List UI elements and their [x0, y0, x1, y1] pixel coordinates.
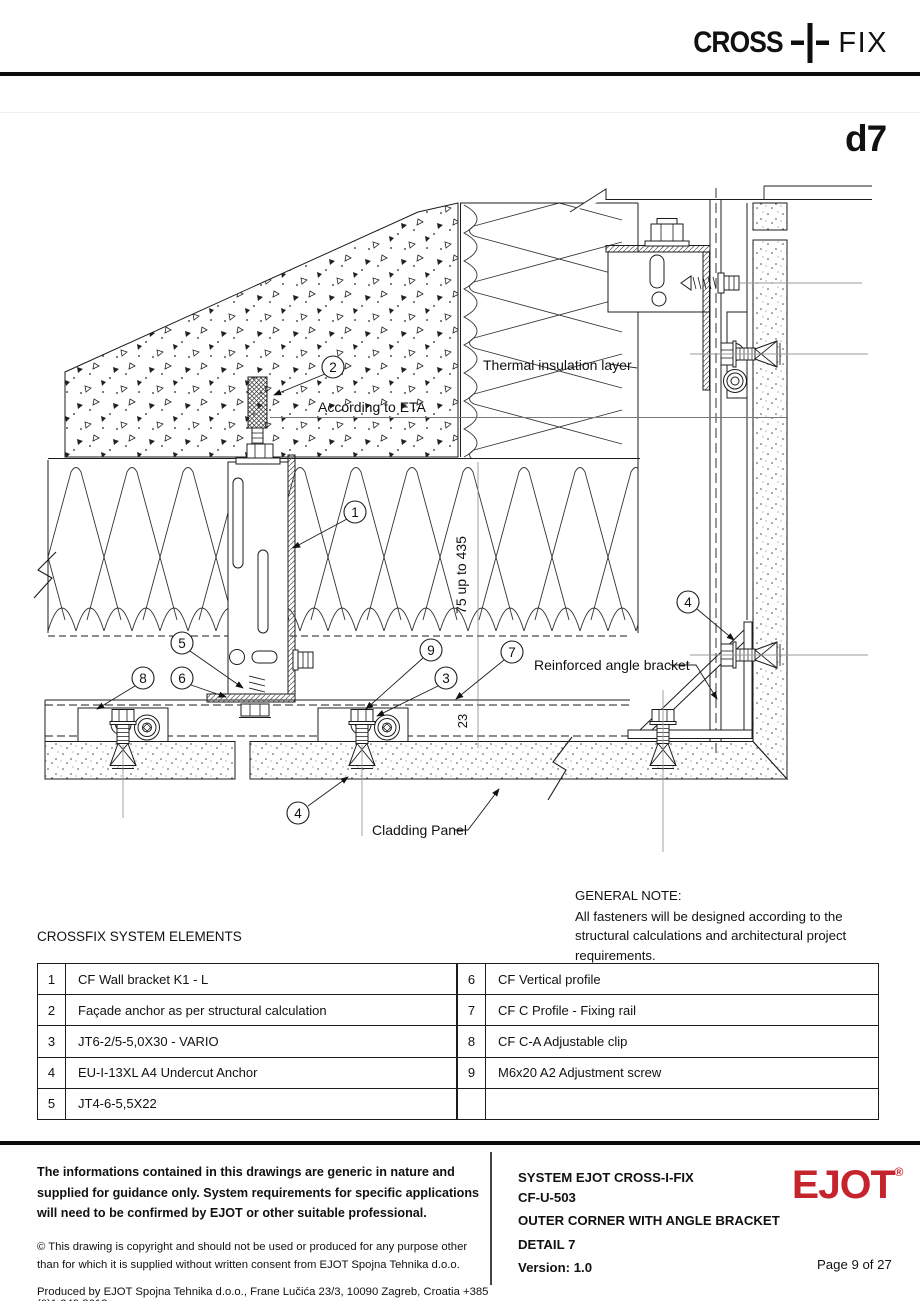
label-thermal-insulation: Thermal insulation layer [483, 357, 632, 373]
label-cladding-panel: Cladding Panel [372, 822, 467, 838]
callout-7: 7 [508, 645, 516, 660]
detail-code: d7 [845, 118, 887, 159]
general-note-title: GENERAL NOTE: [575, 888, 682, 903]
logo-cross-text: CROSS [692, 26, 783, 59]
callout-4-corner: 4 [684, 595, 692, 610]
system-code: CF-U-503 [518, 1190, 576, 1205]
callout-1: 1 [351, 505, 359, 520]
footer-rule [0, 1141, 920, 1145]
footer-disclaimer-block: The informations contained in this drawi… [37, 1162, 489, 1301]
callout-8: 8 [139, 671, 147, 686]
callout-3: 3 [442, 671, 450, 686]
callout-4-panel: 4 [294, 806, 302, 821]
callout-5: 5 [178, 636, 186, 651]
dim-rail: 23 [455, 714, 470, 728]
crossfix-logo: CROSS FIX [681, 22, 888, 64]
header-rule-light [0, 112, 920, 113]
page-number: Page 9 of 27 [817, 1257, 892, 1272]
label-according-eta: According to ETA [318, 399, 427, 415]
drawing-title: OUTER CORNER WITH ANGLE BRACKET [518, 1213, 780, 1228]
cross-icon [791, 23, 830, 63]
registered-mark: ® [894, 1165, 904, 1179]
copyright-text: © This drawing is copyright and should n… [37, 1240, 468, 1272]
header-rule [0, 72, 920, 76]
callout-9: 9 [427, 643, 435, 658]
ejot-logo-text: EJOT [791, 1163, 896, 1207]
technical-drawing: 2 1 5 8 6 9 3 7 4 4 Thermal insulation l… [33, 185, 872, 852]
general-note: GENERAL NOTE: All fasteners will be desi… [575, 886, 893, 965]
label-reinforced-bracket: Reinforced angle bracket [534, 657, 690, 673]
ejot-logo: EJOT® [792, 1163, 904, 1208]
dim-height: 75 up to 435 [453, 536, 469, 614]
disclaimer-text: The informations contained in this drawi… [37, 1165, 480, 1220]
table-row [457, 1087, 879, 1120]
footer-divider [490, 1152, 492, 1285]
callout-2: 2 [329, 360, 337, 375]
general-note-body: All fasteners will be designed according… [575, 908, 847, 963]
logo-fix-text: FIX [838, 26, 888, 59]
version-label: Version: 1.0 [518, 1260, 593, 1275]
system-name: SYSTEM EJOT CROSS-I-FIX [518, 1170, 694, 1185]
callout-6: 6 [178, 671, 186, 686]
detail-label: DETAIL 7 [518, 1237, 576, 1252]
elements-table-title: CROSSFIX SYSTEM ELEMENTS [37, 929, 242, 944]
produced-by-text: Produced by EJOT Spojna Tehnika d.o.o., … [37, 1285, 489, 1301]
